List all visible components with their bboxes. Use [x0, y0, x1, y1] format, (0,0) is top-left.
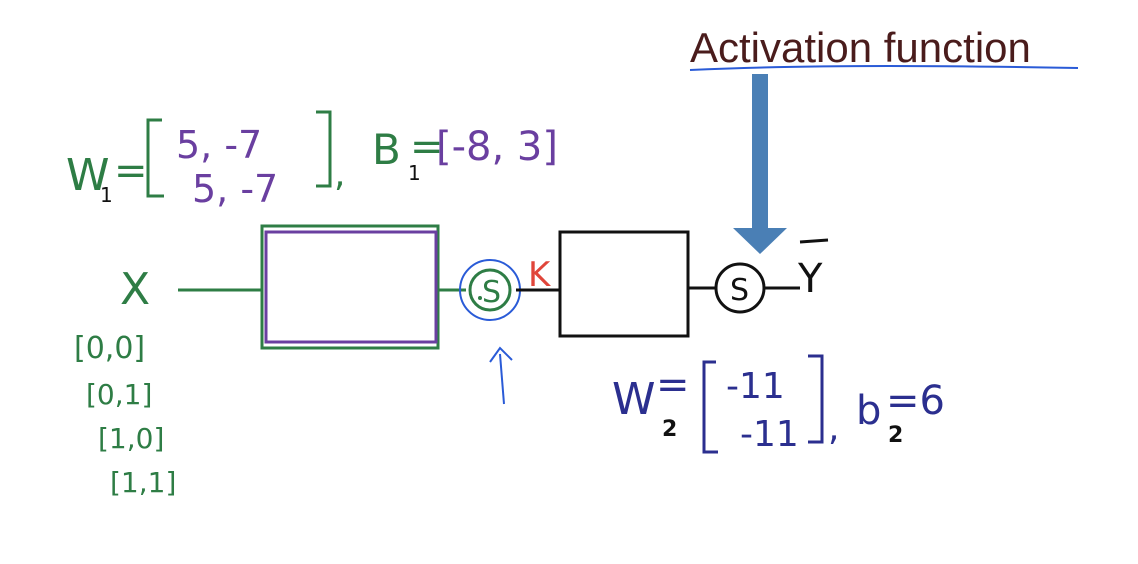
layer2-box	[558, 230, 690, 338]
w2-left-bracket	[702, 360, 718, 454]
b2-subscript: 2	[888, 423, 903, 448]
hidden-output-k-label: K	[528, 255, 552, 295]
layer1-box	[260, 224, 440, 350]
w1-subscript: 1	[100, 183, 113, 207]
w2-equals: =	[656, 362, 690, 408]
w2-right-bracket	[808, 354, 824, 444]
b1-value: [-8, 3]	[436, 124, 558, 170]
input-row: [0,0]	[74, 331, 145, 366]
w2-label: W	[612, 374, 656, 425]
activation-arrow	[733, 74, 787, 254]
input-row: [1,1]	[110, 466, 176, 499]
output-y-label: Y	[797, 256, 823, 302]
output-y-hat: Y	[797, 238, 829, 302]
activation-function-title: Activation function	[690, 24, 1031, 71]
output-sigmoid-node: S	[714, 262, 766, 314]
output-sigmoid-icon: S	[730, 273, 749, 308]
w2-comma: ,	[828, 408, 839, 449]
w1-equals: =	[114, 148, 148, 194]
y-hat-bar	[799, 238, 829, 244]
w2-row1: -11	[726, 366, 785, 407]
input-rows: [0,0] [0,1] [1,0] [1,1]	[74, 331, 176, 499]
b1-subscript: 1	[408, 161, 421, 185]
w2-subscript: 2	[662, 417, 677, 442]
b2-value: =6	[886, 378, 945, 424]
b1-equation: B 1 = [-8, 3]	[372, 124, 558, 185]
input-row: [0,1]	[86, 378, 152, 411]
w1-right-bracket	[316, 110, 332, 188]
pointer-arrow-icon	[489, 346, 513, 405]
b2-equation: b 2 =6	[856, 378, 945, 448]
sigmoid-icon: S	[482, 275, 501, 310]
w1-label: W	[66, 150, 110, 201]
hidden-sigmoid-node: S	[459, 259, 521, 321]
w1-equation: W 1 = 5, -7 5, -7 ,	[66, 110, 345, 211]
w2-equation: W 2 = -11 -11 ,	[612, 354, 839, 455]
b1-label: B	[372, 125, 401, 174]
sigmoid-circle	[468, 268, 512, 312]
w1-row1: 5, -7	[176, 123, 262, 167]
w1-row2: 5, -7	[192, 167, 278, 211]
w2-row2: -11	[740, 414, 799, 455]
w1-left-bracket	[146, 118, 164, 198]
w1-comma: ,	[334, 154, 345, 195]
input-row: [1,0]	[98, 422, 164, 455]
b1-equals: =	[410, 124, 444, 170]
title-underline	[689, 65, 1079, 71]
b2-label: b	[856, 388, 881, 434]
input-x-label: X	[120, 264, 150, 315]
